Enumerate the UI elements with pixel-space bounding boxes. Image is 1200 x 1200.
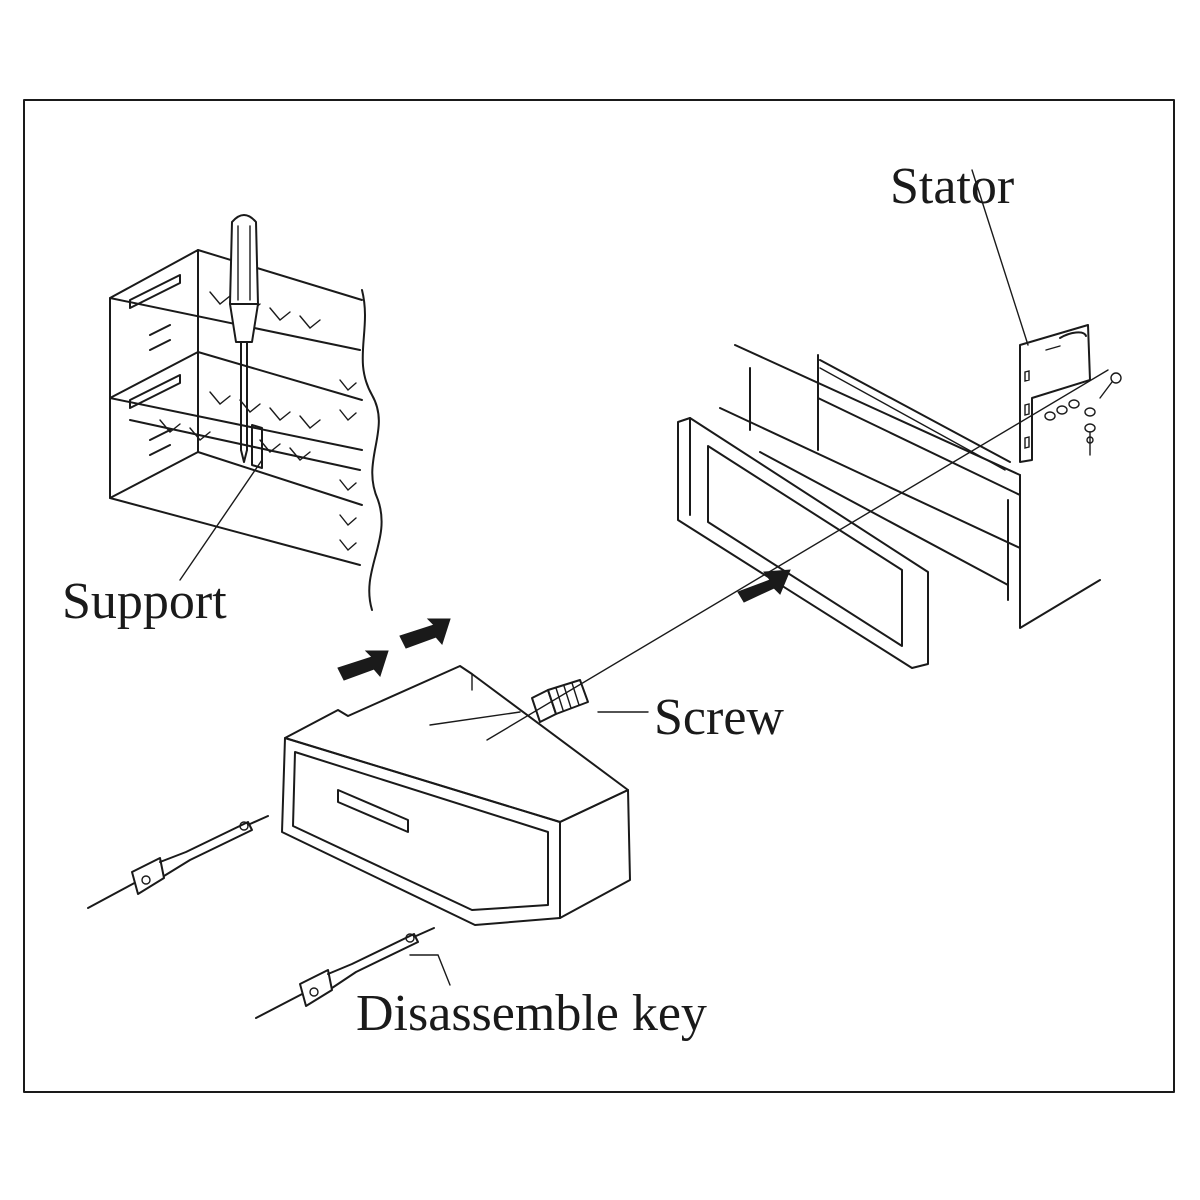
dashboard-opening <box>719 344 1101 629</box>
mounting-cage <box>109 249 383 611</box>
screw-hardware-icon <box>1044 372 1122 456</box>
radio-unit <box>281 665 631 926</box>
screw-icon <box>531 679 589 723</box>
support-label: Support <box>62 573 227 630</box>
guide-lines <box>179 169 1109 986</box>
stator-label: Stator <box>890 158 1014 215</box>
disassemble-key-label: Disassemble key <box>356 985 707 1042</box>
disassemble-key-icon <box>87 815 435 1019</box>
direction-arrow-icon <box>337 569 791 681</box>
screwdriver-icon <box>229 214 259 463</box>
stator-bracket <box>1019 324 1091 463</box>
diagram-frame <box>23 99 1175 1093</box>
screw-label: Screw <box>654 689 784 746</box>
trim-frame <box>677 417 929 669</box>
